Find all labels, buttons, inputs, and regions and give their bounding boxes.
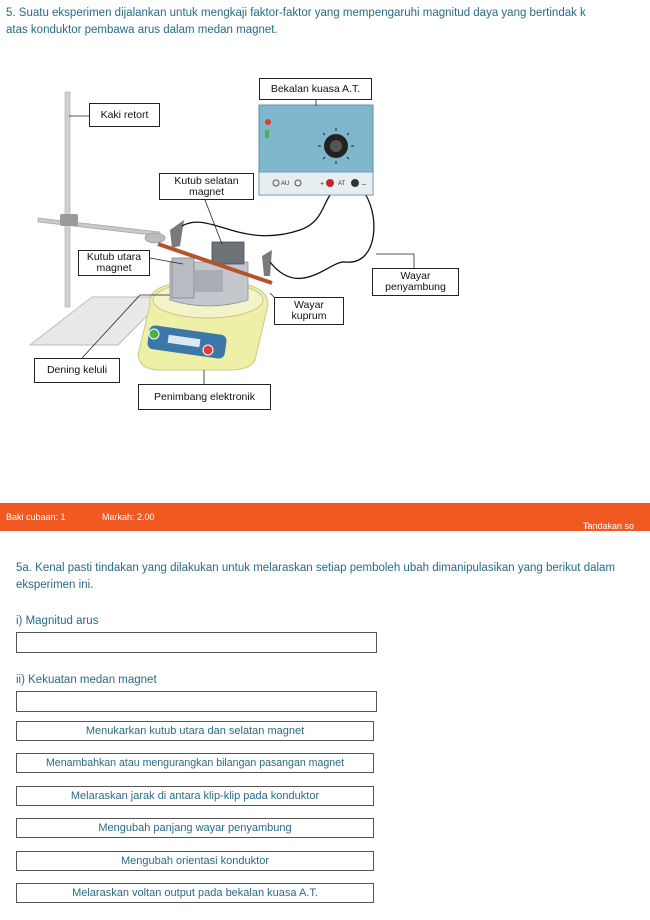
panel-au: AU — [281, 181, 289, 187]
panel-plus: + — [320, 181, 324, 188]
option-tile[interactable]: Menambahkan atau mengurangkan bilangan p… — [16, 753, 374, 773]
clip-right — [262, 250, 272, 276]
part-label-ii: ii) Kekuatan medan magnet — [16, 674, 157, 686]
option-tile[interactable]: Melaraskan voltan output pada bekalan ku… — [16, 883, 374, 903]
at-terminal-black — [351, 179, 359, 187]
label-wayar-kuprum: Wayar kuprum — [274, 297, 344, 325]
question-line-1: 5. Suatu eksperimen dijalankan untuk men… — [6, 7, 586, 19]
question-text: 5. Suatu eksperimen dijalankan untuk men… — [6, 5, 650, 39]
answer-dropzone-ii[interactable] — [16, 691, 377, 712]
option-tile[interactable]: Mengubah panjang wayar penyambung — [16, 818, 374, 838]
knob-ticks — [318, 128, 354, 164]
attempts-remaining: Baki cubaan: 1 — [6, 512, 66, 522]
flag-label: Tandakan so — [583, 521, 635, 531]
label-dening-keluli: Dening keluli — [34, 358, 120, 383]
leader-utara — [149, 257, 184, 265]
flag-icon: ⚐ — [583, 521, 592, 531]
connector-wire-1 — [181, 184, 346, 237]
power-supply-panel — [258, 171, 374, 196]
yoke-gap — [195, 270, 223, 292]
retort-arm — [37, 217, 161, 237]
label-wayar-penyambung: Wayar penyambung — [372, 268, 459, 296]
experiment-diagram: AU + AT – — [28, 91, 415, 384]
part-label-i: i) Magnitud arus — [16, 615, 99, 627]
leader-selatan — [204, 199, 223, 245]
status-bar: Baki cubaan: 1 Markah: 2.00 ⚐Tandakan so — [0, 503, 650, 531]
au-terminal-2 — [294, 179, 302, 187]
au-terminal — [272, 179, 280, 187]
copper-wire — [157, 242, 273, 285]
label-penimbang: Penimbang elektronik — [138, 384, 271, 410]
panel-at: AT — [338, 181, 346, 187]
clamp — [144, 232, 166, 244]
marks: Markah: 2.00 — [102, 512, 155, 522]
label-bekalan: Bekalan kuasa A.T. — [259, 78, 372, 100]
power-switch — [265, 130, 269, 138]
scale-button-green — [148, 328, 160, 340]
retort-rod — [64, 91, 71, 308]
option-tile[interactable]: Menukarkan kutub utara dan selatan magne… — [16, 721, 374, 741]
clip-left — [170, 220, 184, 248]
north-magnet — [171, 257, 195, 299]
option-tile[interactable]: Melaraskan jarak di antara klip-klip pad… — [16, 786, 374, 806]
label-kutub-selatan: Kutub selatan magnet — [159, 173, 254, 200]
label-kaki-retort: Kaki retort — [89, 103, 160, 127]
option-tile[interactable]: Mengubah orientasi konduktor — [16, 851, 374, 871]
south-magnet — [211, 241, 245, 265]
panel-minus: – — [362, 181, 366, 188]
power-led — [265, 119, 271, 125]
boss-head — [60, 214, 78, 226]
scale-screen — [167, 334, 201, 348]
label-kutub-utara: Kutub utara magnet — [78, 250, 150, 276]
question-line-2: atas konduktor pembawa arus dalam medan … — [6, 24, 278, 36]
connector-wire-2 — [269, 189, 375, 279]
at-terminal-red — [326, 179, 334, 187]
subquestion-text: 5a. Kenal pasti tindakan yang dilakukan … — [16, 562, 616, 591]
scale-button-red — [202, 344, 214, 356]
power-knob-inner — [330, 140, 342, 152]
leader-dening — [81, 294, 141, 359]
answer-dropzone-i[interactable] — [16, 632, 377, 653]
